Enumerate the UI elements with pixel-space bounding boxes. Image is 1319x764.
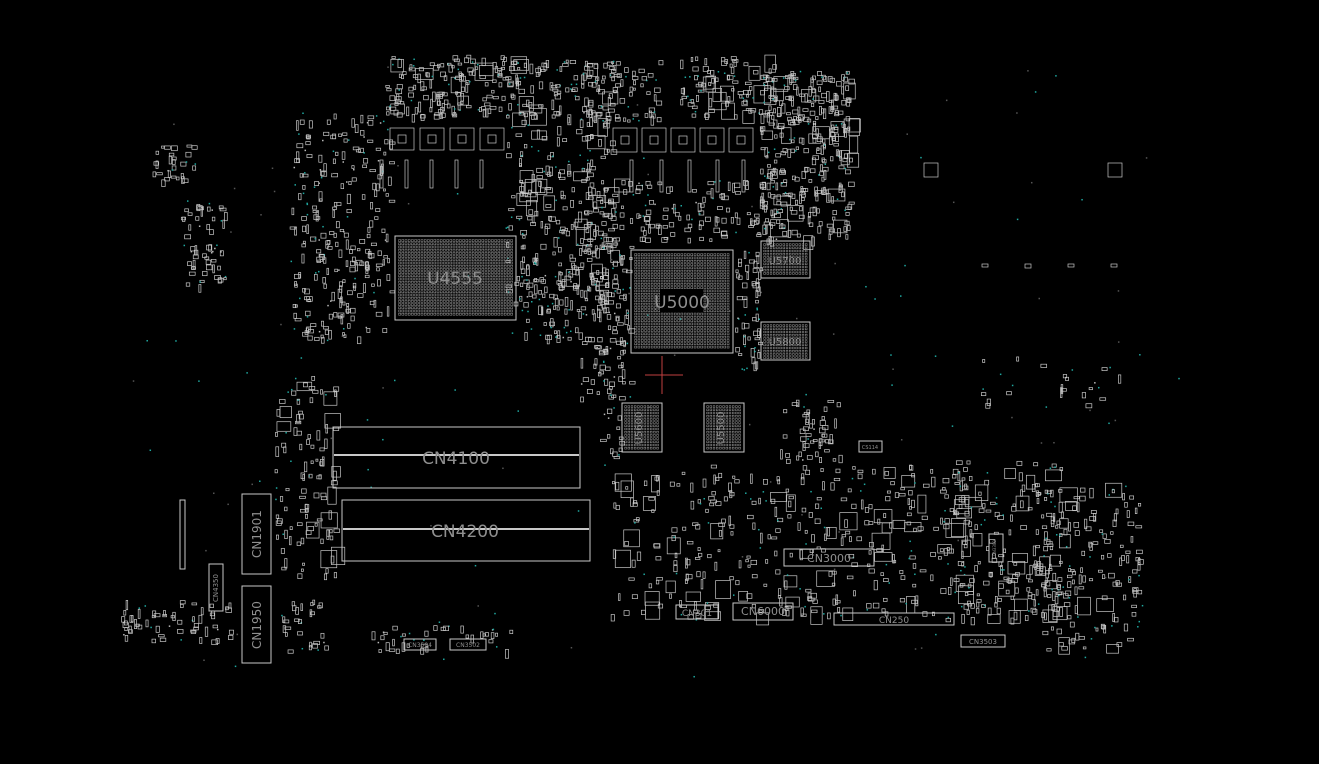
cn301-label: CN301 [682, 609, 712, 619]
u5700-ball-grid [763, 243, 808, 275]
connector-cn6000[interactable]: CN6000 [732, 602, 794, 621]
chip-u5700[interactable]: U5700 [760, 240, 811, 279]
u5000-ball-grid [634, 253, 730, 349]
chip-u4555[interactable]: U4555 [394, 235, 517, 321]
cn4100-label: CN4100 [422, 449, 490, 469]
connector-cn3504[interactable]: CN3504 [403, 638, 437, 651]
cn1950-label: CN1950 [250, 601, 264, 649]
u4555-ball-grid [398, 239, 513, 316]
cn3502-label: CN3502 [456, 642, 480, 649]
u5800-ball-grid [763, 324, 808, 359]
connector-cn3300[interactable]: CN3300 [988, 533, 1004, 563]
cn4200-label: CN4200 [431, 522, 499, 542]
chip-u5000[interactable]: U5000 [630, 249, 734, 354]
chip-u5500[interactable]: U5500 [703, 402, 745, 453]
cn1901-label: CN1901 [250, 510, 264, 558]
u5500-ball-grid [706, 405, 741, 450]
u5600-ball-grid [624, 405, 659, 450]
origin-crosshair [645, 356, 683, 394]
cn250-label: CN250 [879, 616, 909, 626]
connector-cn3000[interactable]: CN3000 [783, 548, 875, 567]
u5600-label: U5600 [634, 412, 645, 445]
connector-cn301[interactable]: CN301 [675, 604, 719, 620]
cn4350-label: CN4350 [212, 574, 220, 602]
connector-cn1950[interactable]: CN1950 [241, 585, 272, 664]
connector-cn4350[interactable]: CN4350 [208, 563, 224, 612]
u5000-label: U5000 [654, 293, 710, 313]
small-components-layer [121, 54, 1180, 678]
u5800-label: U5800 [769, 337, 802, 348]
u5700-label: U5700 [769, 256, 802, 267]
cn3000-label: CN3000 [807, 552, 851, 565]
chip-u5600[interactable]: U5600 [621, 402, 663, 453]
connector-cn3502[interactable]: CN3502 [449, 638, 487, 651]
cn3503-label: CN3503 [969, 638, 997, 646]
connector-cn3503[interactable]: CN3503 [960, 634, 1006, 648]
u4555-label: U4555 [427, 269, 483, 289]
edge-connector-left [179, 499, 186, 570]
cs114-label: CS114 [862, 445, 878, 451]
chip-u5800[interactable]: U5800 [760, 321, 811, 361]
cn3300-label: CN3300 [992, 540, 997, 556]
connector-cn4100[interactable]: CN4100 [332, 426, 581, 489]
component-cs114[interactable]: CS114 [858, 440, 883, 453]
cn3504-label: CN3504 [408, 642, 432, 649]
connector-cn1901[interactable]: CN1901 [241, 493, 272, 575]
u5500-label: U5500 [716, 412, 727, 445]
connector-cn250[interactable]: CN250 [833, 612, 955, 626]
connector-cn4200[interactable]: CN4200 [341, 499, 591, 562]
cn6000-label: CN6000 [741, 605, 785, 618]
